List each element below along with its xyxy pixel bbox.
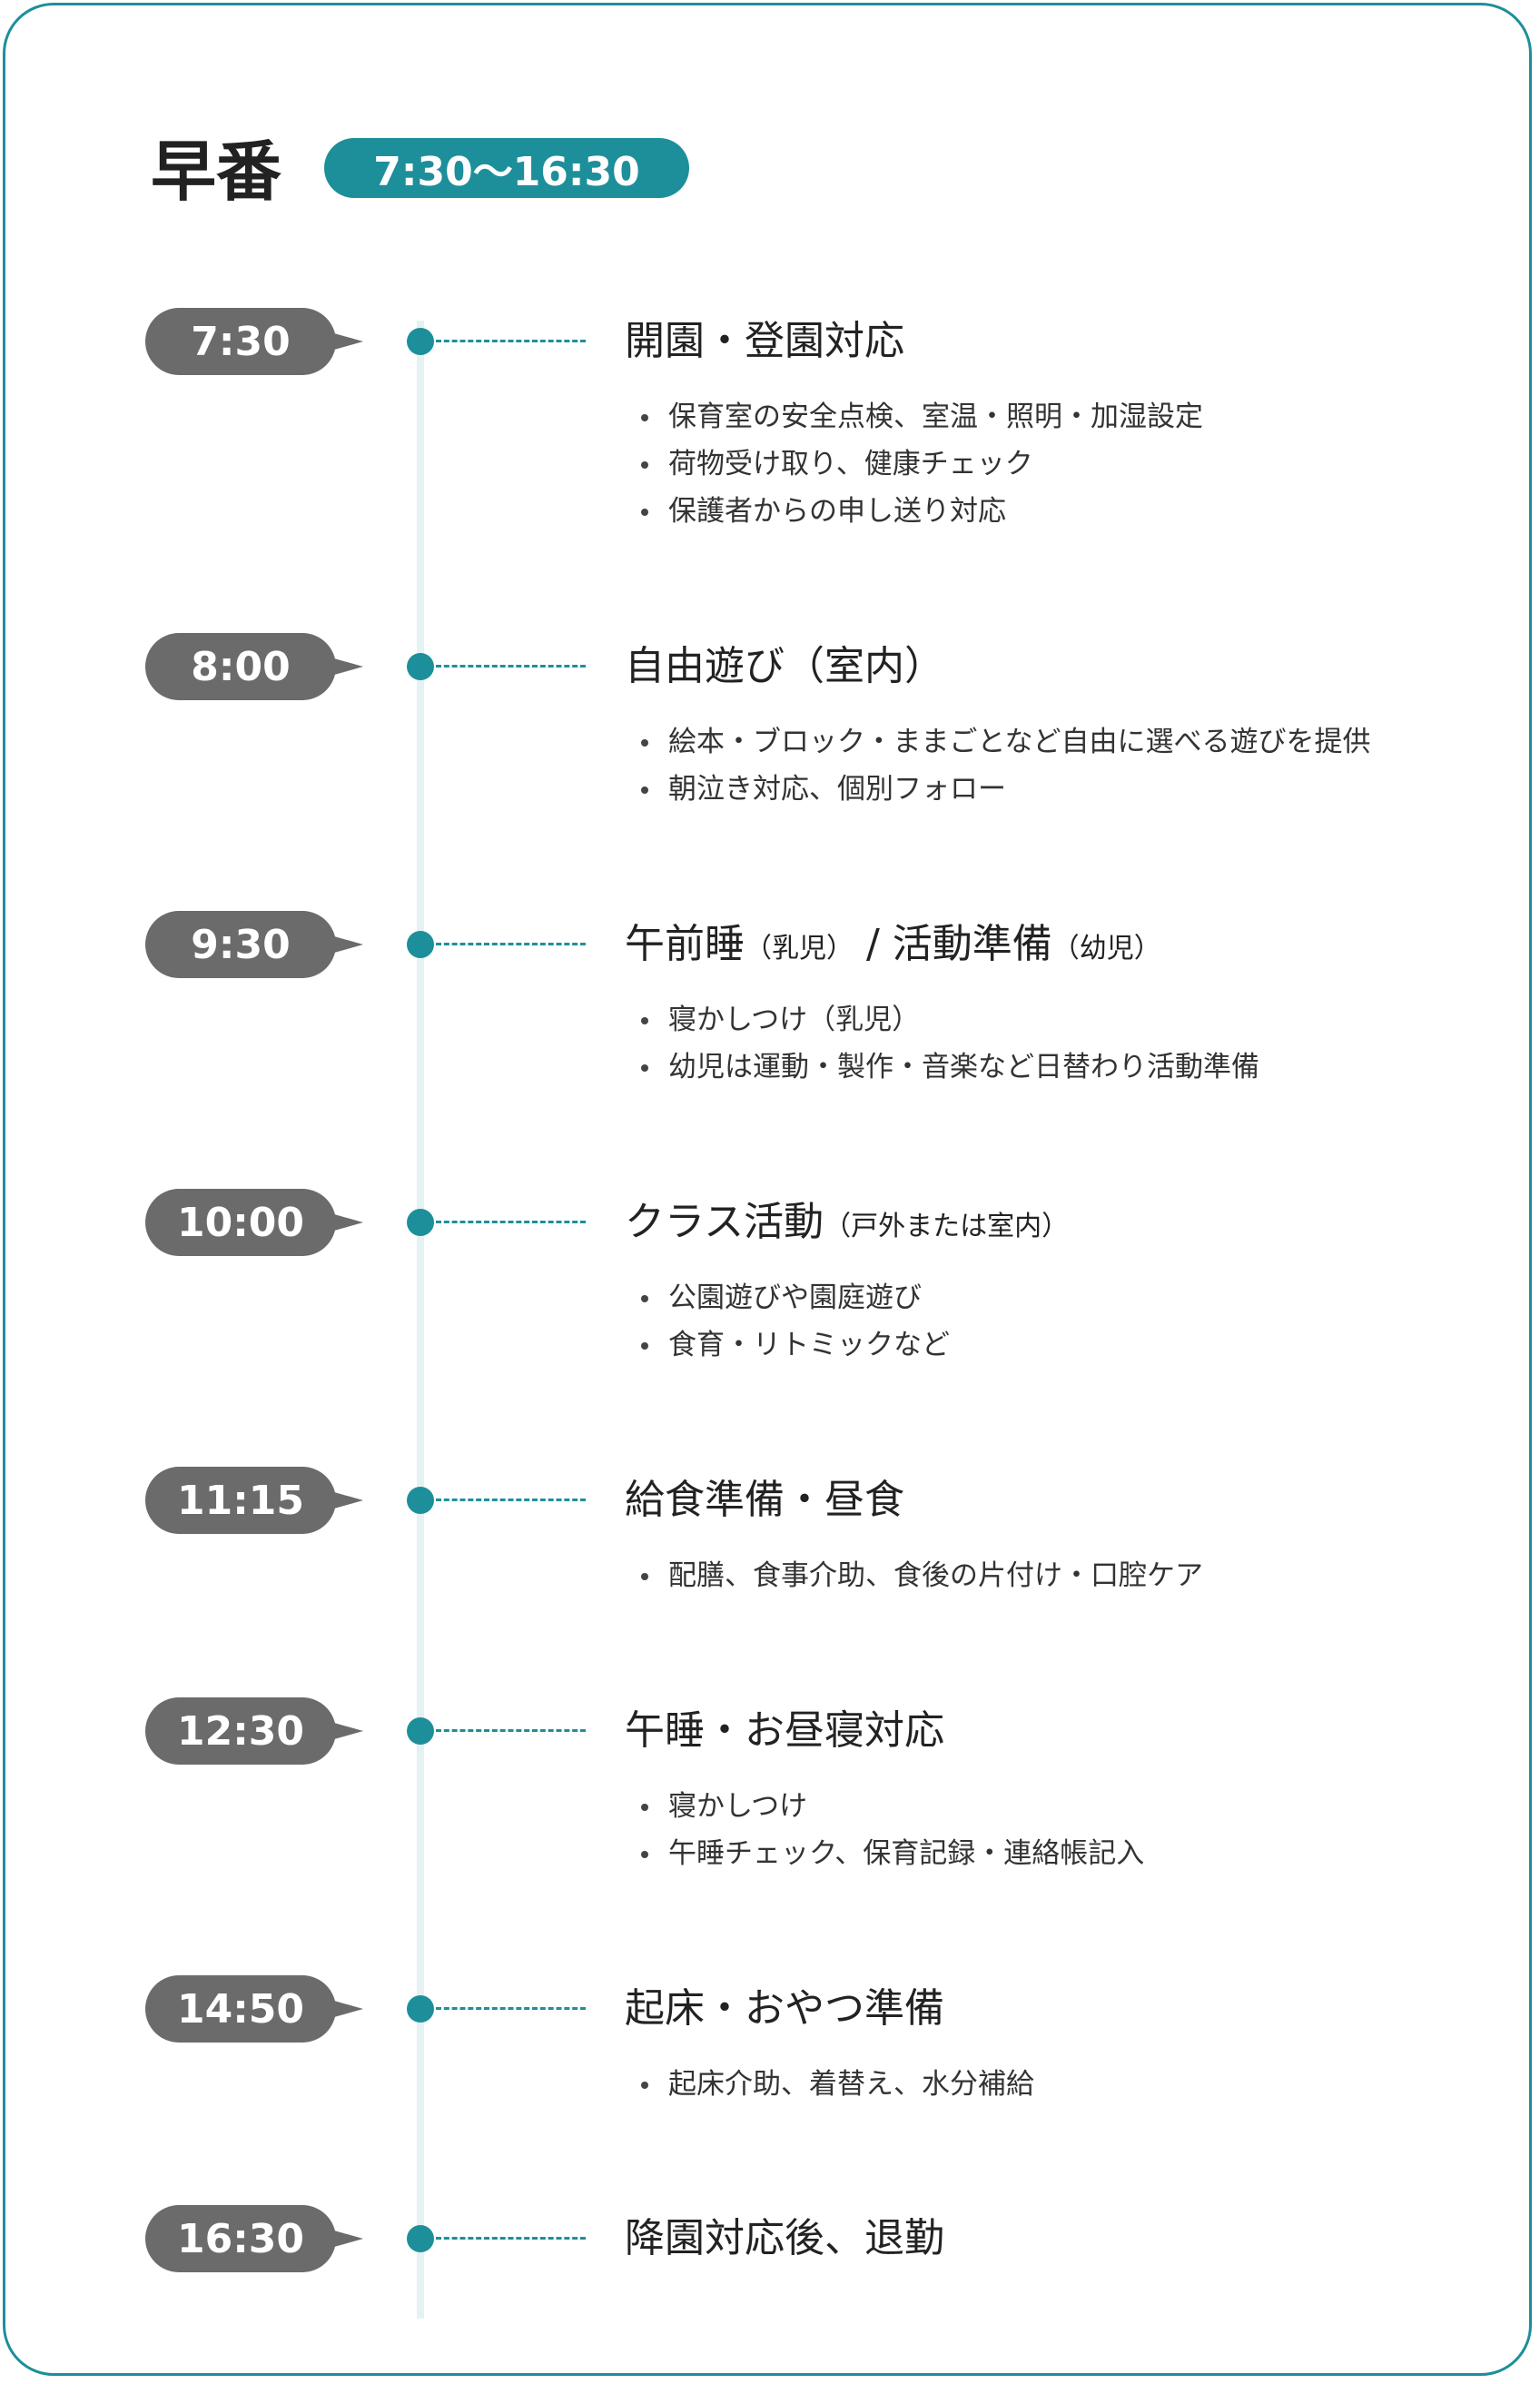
time-bubble: 11:15 <box>145 1467 363 1534</box>
dashed-connector <box>436 943 586 945</box>
time-bubble: 8:00 <box>145 633 363 700</box>
timeline-entry: 10:00 クラス活動（戸外または室内） 公園遊びや園庭遊び 食育・リトミックな… <box>0 1189 1540 1361</box>
timeline-line <box>417 321 424 2319</box>
timeline-entry: 14:50 起床・おやつ準備 起床介助、着替え、水分補給 <box>0 1975 1540 2101</box>
dashed-connector <box>436 665 586 668</box>
list-item: 保護者からの申し送り対応 <box>641 488 1203 535</box>
list-item: 配膳、食事介助、食後の片付け・口腔ケア <box>641 1552 1203 1599</box>
timeline-entry: 7:30 開園・登園対応 保育室の安全点検、室温・照明・加湿設定 荷物受け取り、… <box>0 308 1540 528</box>
dashed-connector <box>436 2237 586 2240</box>
entry-heading: 午前睡（乳児） / 活動準備（幼児） <box>625 917 1161 976</box>
timeline-dot <box>407 1209 434 1236</box>
timeline-entry: 12:30 午睡・お昼寝対応 寝かしつけ 午睡チェック、保育記録・連絡帳記入 <box>0 1697 1540 1870</box>
dashed-connector <box>436 1499 586 1501</box>
time-bubble: 9:30 <box>145 911 363 978</box>
entry-heading: 起床・おやつ準備 <box>625 1985 944 2032</box>
entry-heading: 給食準備・昼食 <box>625 1477 904 1523</box>
dashed-connector <box>436 2007 586 2010</box>
entry-item-list: 保育室の安全点検、室温・照明・加湿設定 荷物受け取り、健康チェック 保護者からの… <box>641 393 1203 535</box>
entry-item-list: 寝かしつけ（乳児） 幼児は運動・製作・音楽など日替わり活動準備 <box>641 996 1259 1091</box>
heading-part: 午前睡 <box>625 921 745 967</box>
heading-part: クラス活動 <box>625 1199 824 1245</box>
dashed-connector <box>436 1221 586 1223</box>
entry-heading: 午睡・お昼寝対応 <box>625 1707 944 1754</box>
timeline-dot <box>407 653 434 680</box>
list-item: 寝かしつけ（乳児） <box>641 996 1259 1044</box>
entry-item-list: 公園遊びや園庭遊び 食育・リトミックなど <box>641 1274 950 1369</box>
list-item: 荷物受け取り、健康チェック <box>641 440 1203 488</box>
time-bubble: 7:30 <box>145 308 363 375</box>
entry-item-list: 起床介助、着替え、水分補給 <box>641 2061 1034 2108</box>
page-title: 早番 <box>151 134 282 210</box>
shift-time-badge: 7:30〜16:30 <box>324 138 689 198</box>
dashed-connector <box>436 340 586 342</box>
entry-item-list: 絵本・ブロック・ままごとなど自由に選べる遊びを提供 朝泣き対応、個別フォロー <box>641 718 1370 813</box>
heading-note: （乳児） <box>745 933 854 964</box>
list-item: 絵本・ブロック・ままごとなど自由に選べる遊びを提供 <box>641 718 1370 766</box>
heading-part: 活動準備 <box>892 921 1052 967</box>
entry-heading: 自由遊び（室内） <box>625 643 944 689</box>
timeline-dot <box>407 1995 434 2023</box>
entry-heading: クラス活動（戸外または室内） <box>625 1195 1069 1254</box>
timeline-entry: 16:30 降園対応後、退勤 <box>0 2205 1540 2272</box>
timeline-entry: 8:00 自由遊び（室内） 絵本・ブロック・ままごとなど自由に選べる遊びを提供 … <box>0 633 1540 806</box>
time-bubble: 12:30 <box>145 1697 363 1765</box>
timeline-dot <box>407 328 434 355</box>
list-item: 寝かしつけ <box>641 1783 1144 1830</box>
timeline-dot <box>407 2225 434 2252</box>
entry-item-list: 寝かしつけ 午睡チェック、保育記録・連絡帳記入 <box>641 1783 1144 1877</box>
time-bubble: 10:00 <box>145 1189 363 1256</box>
list-item: 幼児は運動・製作・音楽など日替わり活動準備 <box>641 1044 1259 1091</box>
timeline-dot <box>407 931 434 958</box>
list-item: 公園遊びや園庭遊び <box>641 1274 950 1321</box>
list-item: 起床介助、着替え、水分補給 <box>641 2061 1034 2108</box>
time-bubble: 14:50 <box>145 1975 363 2043</box>
heading-note: （幼児） <box>1051 933 1161 964</box>
time-bubble: 16:30 <box>145 2205 363 2272</box>
list-item: 食育・リトミックなど <box>641 1321 950 1369</box>
heading-note: （戸外または室内） <box>824 1211 1070 1242</box>
dashed-connector <box>436 1729 586 1732</box>
heading-separator: / <box>854 921 893 967</box>
timeline-dot <box>407 1717 434 1745</box>
entry-heading: 降園対応後、退勤 <box>625 2215 944 2261</box>
entry-heading: 開園・登園対応 <box>625 318 904 364</box>
timeline-entry: 11:15 給食準備・昼食 配膳、食事介助、食後の片付け・口腔ケア <box>0 1467 1540 1592</box>
list-item: 午睡チェック、保育記録・連絡帳記入 <box>641 1830 1144 1877</box>
list-item: 保育室の安全点検、室温・照明・加湿設定 <box>641 393 1203 440</box>
list-item: 朝泣き対応、個別フォロー <box>641 766 1370 813</box>
timeline-dot <box>407 1487 434 1514</box>
entry-item-list: 配膳、食事介助、食後の片付け・口腔ケア <box>641 1552 1203 1599</box>
